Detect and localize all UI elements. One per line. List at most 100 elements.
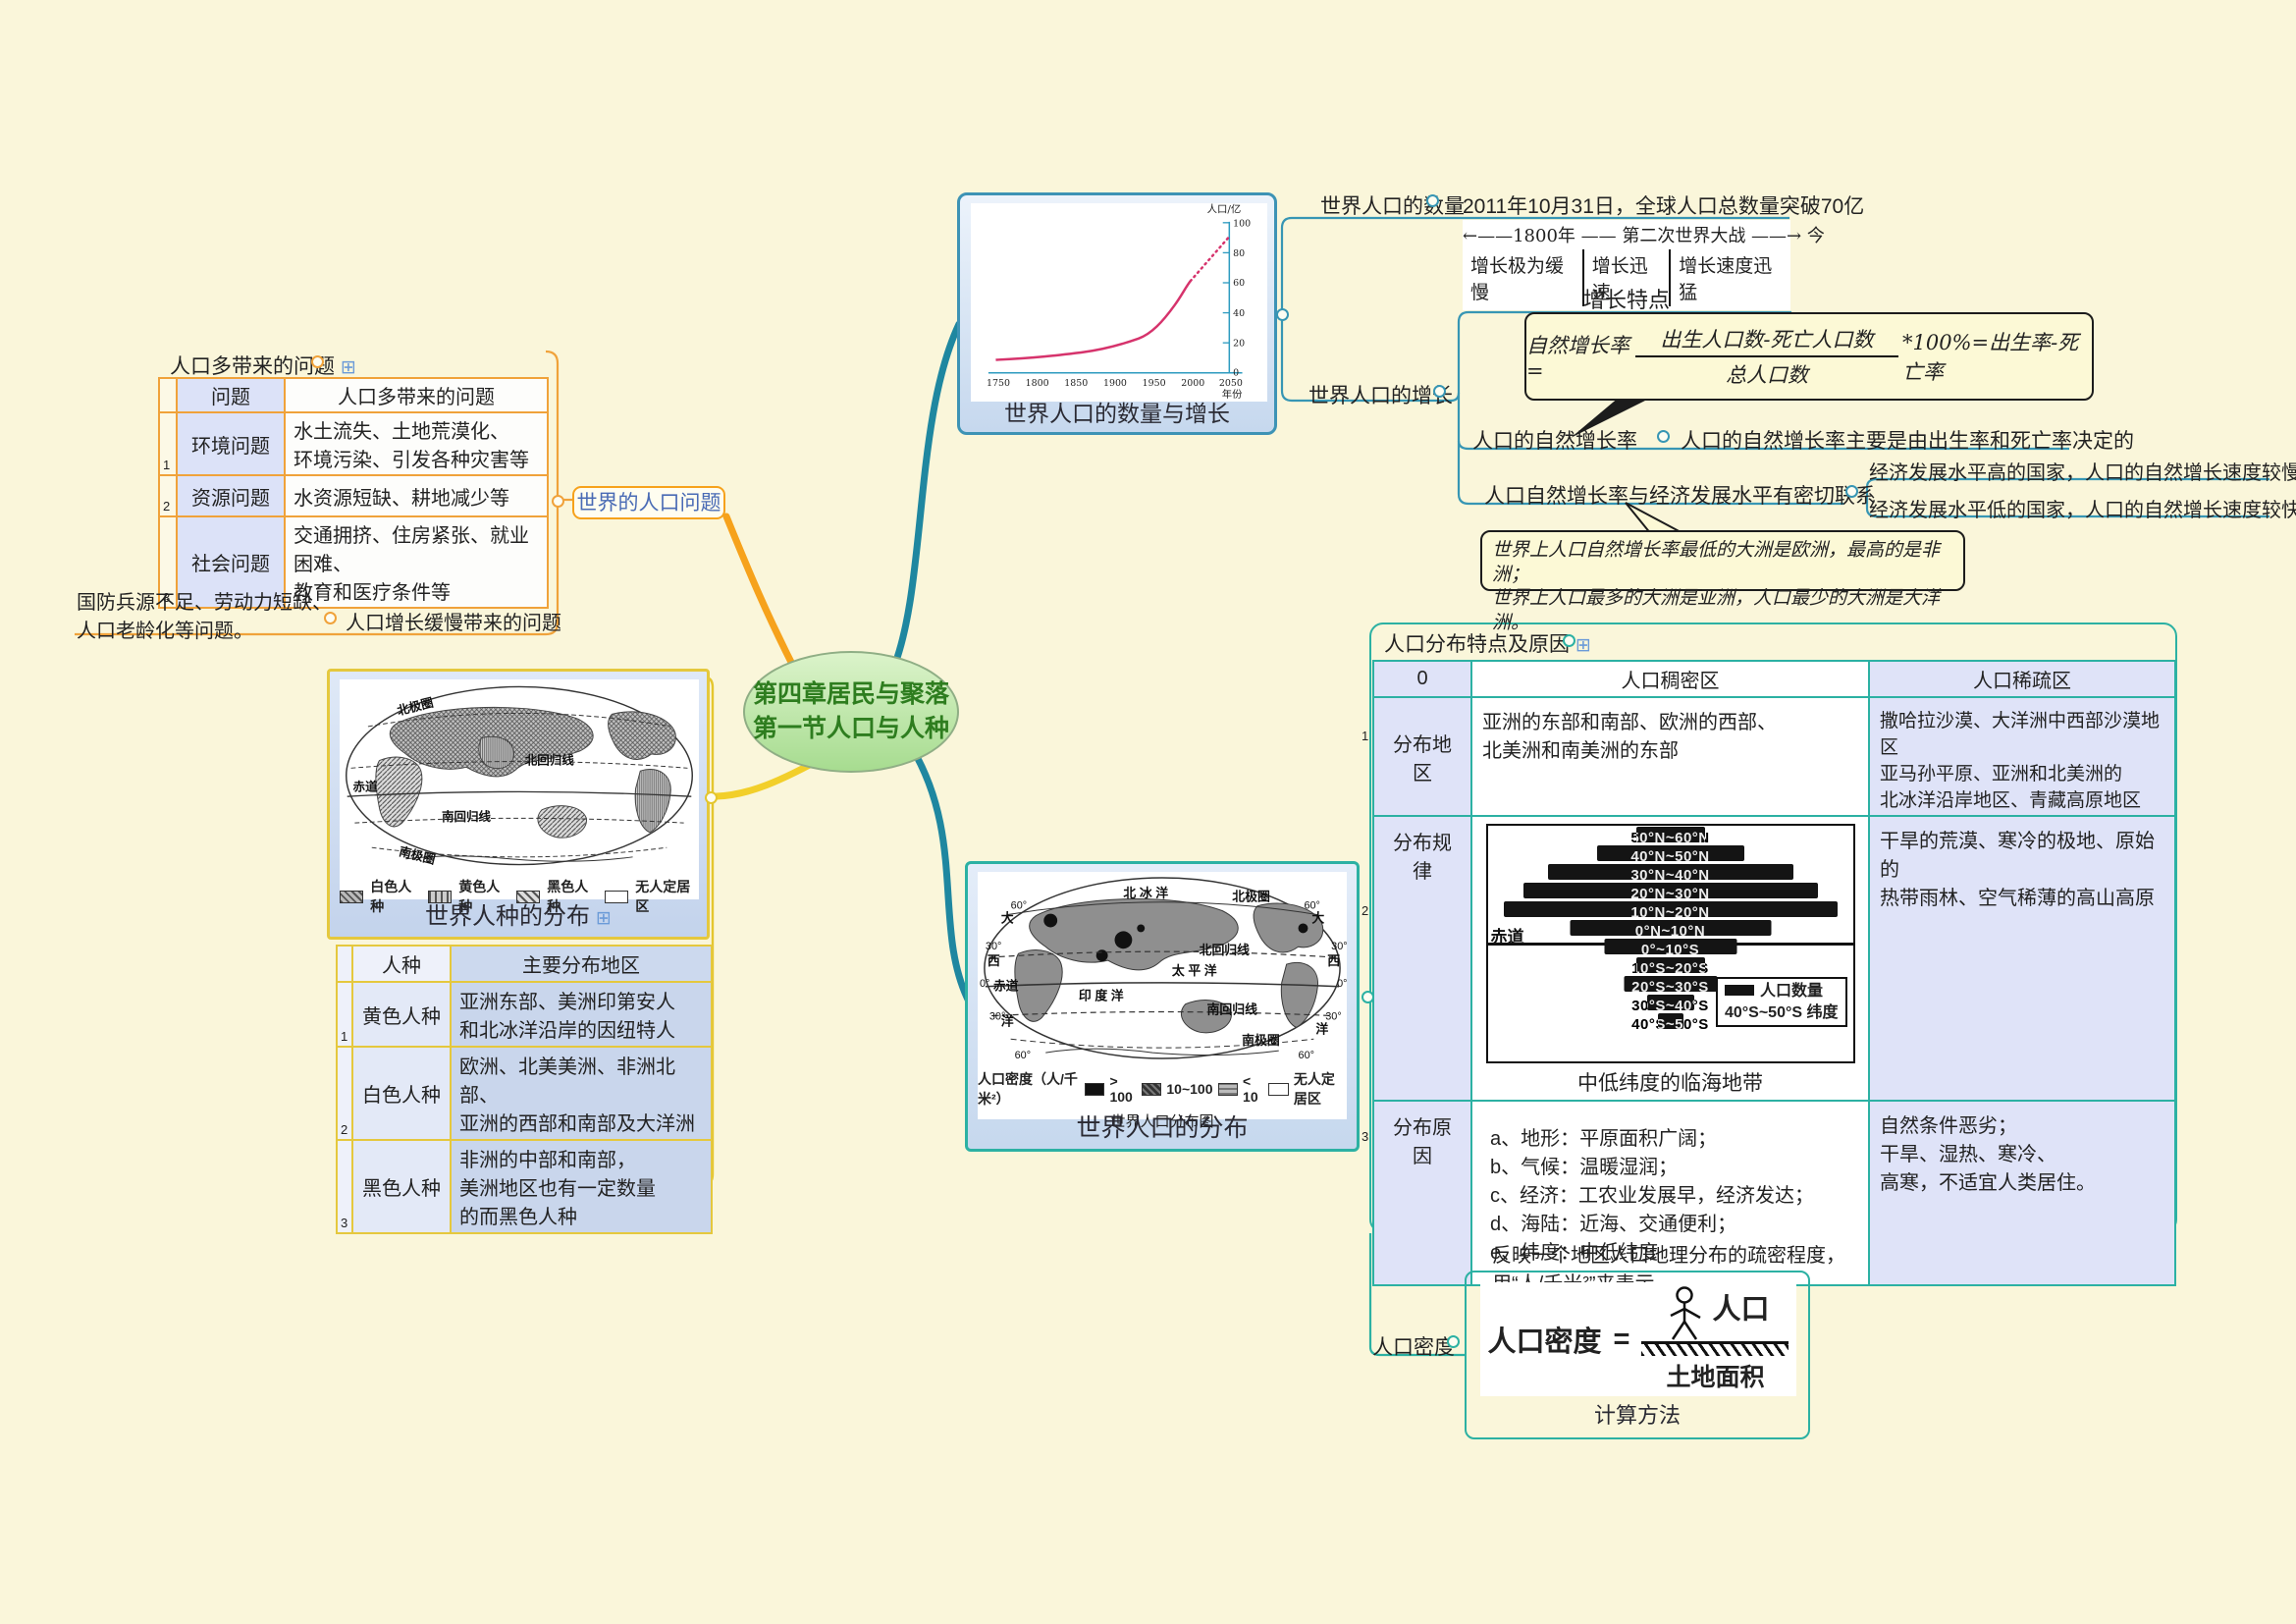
races-col1-header: 人种 [351,945,452,983]
calc-denominator: 土地面积 [1666,1363,1765,1391]
distribution-map-box[interactable]: 北 冰 洋 北极圈 北回归线 太 平 洋 印 度 洋 南回归线 南极圈 赤道 大… [965,861,1360,1152]
row-number: 3 [336,1139,353,1234]
density-dot-icon[interactable] [1447,1335,1460,1348]
formula-lhs: 自然增长率= [1526,334,1629,383]
lat-label: 30° [1331,941,1347,952]
races-map-caption-text: 世界人种的分布 [425,903,591,930]
node-world-population-problems[interactable]: 世界的人口问题 [572,486,725,519]
table-corner [336,945,353,983]
slow-growth-desc[interactable]: 国防兵源不足、劳动力短缺、 人口老龄化等问题。 [77,592,332,642]
problems-table-title[interactable]: 人口多带来的问题⊞ [170,351,356,380]
slow-growth-dot-icon[interactable] [324,612,337,624]
svg-text:1950: 1950 [1143,378,1166,389]
density-swatch-mid [1141,1082,1162,1096]
pyramid-band: 10°N~20°N [1488,900,1853,921]
map-label-atlantic-1: 大 [1001,910,1014,925]
chartbox-dot-icon[interactable] [1276,308,1289,321]
pyramid-band: 20°S~30°S [1488,975,1853,996]
problems-dot-icon[interactable] [552,495,564,508]
node-rate-economy-relation[interactable]: 人口自然增长率与经济发展水平有密切联系 [1484,485,1876,508]
density-calc-box[interactable]: 人口密度 = 人口 土地面积 计算方法 [1465,1271,1810,1439]
dist-dense-regions: 亚洲的东部和南部、欧洲的西部、 北美洲和南美洲的东部 [1470,696,1870,817]
pyramid-band-label: 0°~10°S [1640,942,1700,958]
row-number: 1 [336,981,353,1048]
map-label-arctic-circle: 北极圈 [1232,890,1270,904]
quantity-dot-icon[interactable] [1426,194,1439,207]
map-label-pacific: 太 平 洋 [1172,963,1217,978]
density-swatch-high [1084,1082,1105,1096]
timeline-phase-1: 增长极为缓慢 [1470,255,1565,303]
svg-text:60: 60 [1233,278,1245,289]
dist-dense-reasons: a、地形：平原面积广阔； b、气候：温暖湿润； c、经济：工农业发展早，经济发达… [1470,1100,1870,1286]
problems-table: 问题 人口多带来的问题 1 环境问题 水土流失、土地荒漠化、 环境污染、引发各种… [158,377,549,609]
svg-text:20: 20 [1233,338,1245,349]
pyramid-bar [1624,976,1717,992]
map-label-atlantic-3r: 洋 [1315,1021,1328,1036]
races-dot-icon[interactable] [705,791,718,804]
equator-label: 赤道 [1490,928,1524,947]
legend-black-race: 黑色人种 [547,879,589,914]
races-map-box[interactable]: 北极圈 北回归线 赤道 南回归线 南极圈 白色人种 黄色人种 黑色人种 无人定居… [327,669,710,940]
dist-row-label: 分布规律 [1372,815,1472,1102]
table-corner [158,377,178,413]
map-label-atlantic-1r: 大 [1311,910,1324,925]
formula-denominator: 总人口数 [1725,363,1808,387]
pyramid-band-label: 40°S~50°S [1631,1016,1709,1033]
pyramid-bar [1635,827,1705,842]
lat-label: 0° [980,978,989,990]
legend-white-race: 白色人种 [370,879,412,914]
row-number: 3 [158,515,178,609]
distribution-title-dot-icon[interactable] [1563,634,1575,647]
map-label-equator: 赤道 [993,979,1019,994]
pyramid-bar [1522,883,1818,898]
pyramid-band: 20°N~30°N [1488,882,1853,902]
row-number: 2 [1362,903,1369,918]
node-population-density[interactable]: 人口密度 [1372,1336,1455,1359]
problems-title-dot-icon[interactable] [311,355,324,368]
node-slow-growth-problems[interactable]: 人口增长缓慢带来的问题 [346,613,561,634]
problems-row-desc: 交通拥挤、住房紧张、就业困难、 教育和医疗条件等 [284,515,549,609]
timeline-phase-3: 增长速度迅猛 [1669,249,1790,306]
rate-fact[interactable]: 人口的自然增长率主要是由出生率和死亡率决定的 [1681,430,2134,453]
formula-numerator: 出生人口数-死亡人口数 [1634,324,1898,357]
node-world-population-growth[interactable]: 世界人口的增长 [1308,385,1453,407]
calc-fraction: 人口 土地面积 [1641,1285,1789,1393]
growth-dot-icon[interactable] [1433,385,1446,398]
pyramid-bar [1547,864,1793,880]
table-icon: ⊞ [1575,635,1591,656]
distribution-section-title[interactable]: 人口分布特点及原因⊞ [1384,628,1591,658]
lat-label: 30° [1325,1010,1341,1022]
density-legend-high: > 100 [1109,1073,1133,1105]
distribution-table: 0 人口稠密区 人口稀疏区 分布地区 亚洲的东部和南部、欧洲的西部、 北美洲和南… [1372,660,2176,1286]
rate-dot-icon[interactable] [1657,430,1670,443]
lat-label: 30° [986,941,1001,952]
distribution-dot-icon[interactable] [1362,991,1374,1003]
row-number: 1 [1362,729,1369,743]
relation-low[interactable]: 经济发展水平低的国家，人口的自然增长速度较快 [1869,500,2296,521]
svg-text:1850: 1850 [1064,378,1088,389]
relation-high[interactable]: 经济发展水平高的国家，人口的自然增长速度较慢 [1869,462,2296,484]
dist-sparse-rule: 干旱的荒漠、寒冷的极地、原始的 热带雨林、空气稀薄的高山高原 [1868,815,2176,1102]
row-number: 3 [1362,1129,1369,1144]
node-growth-traits[interactable]: 增长特点 [1582,288,1670,312]
central-topic-line1: 第四章居民与聚落 [752,680,949,708]
problems-row-desc: 水土流失、土地荒漠化、 环境污染、引发各种灾害等 [284,411,549,476]
lat-label: 60° [1299,1050,1314,1061]
pyramid-band-label: 0°N~10°N [1634,923,1706,940]
relation-dot-icon[interactable] [1845,485,1858,498]
density-legend-none: 无人定居区 [1293,1071,1335,1107]
node-world-population-quantity[interactable]: 世界人口的数量 [1320,195,1465,218]
quantity-fact[interactable]: 2011年10月31日，全球人口总数量突破70亿 [1463,195,1865,218]
svg-text:100: 100 [1233,219,1251,230]
node-natural-growth-rate[interactable]: 人口的自然增长率 [1472,430,1637,453]
pyramid-band: 30°N~40°N [1488,863,1853,884]
problems-row-label: 环境问题 [176,411,286,476]
dist-col2-header: 人口稀疏区 [1868,660,2176,698]
races-map-caption: 世界人种的分布⊞ [330,896,707,931]
central-topic[interactable]: 第四章居民与聚落 第一节人口与人种 [743,651,959,773]
races-table: 人种 主要分布地区 1 黄色人种 亚洲东部、美洲印第安人 和北冰洋沿岸的因纽特人… [336,945,713,1234]
races-row-label: 黄色人种 [351,981,452,1048]
distribution-world-map: 北 冰 洋 北极圈 北回归线 太 平 洋 印 度 洋 南回归线 南极圈 赤道 大… [980,877,1348,1061]
